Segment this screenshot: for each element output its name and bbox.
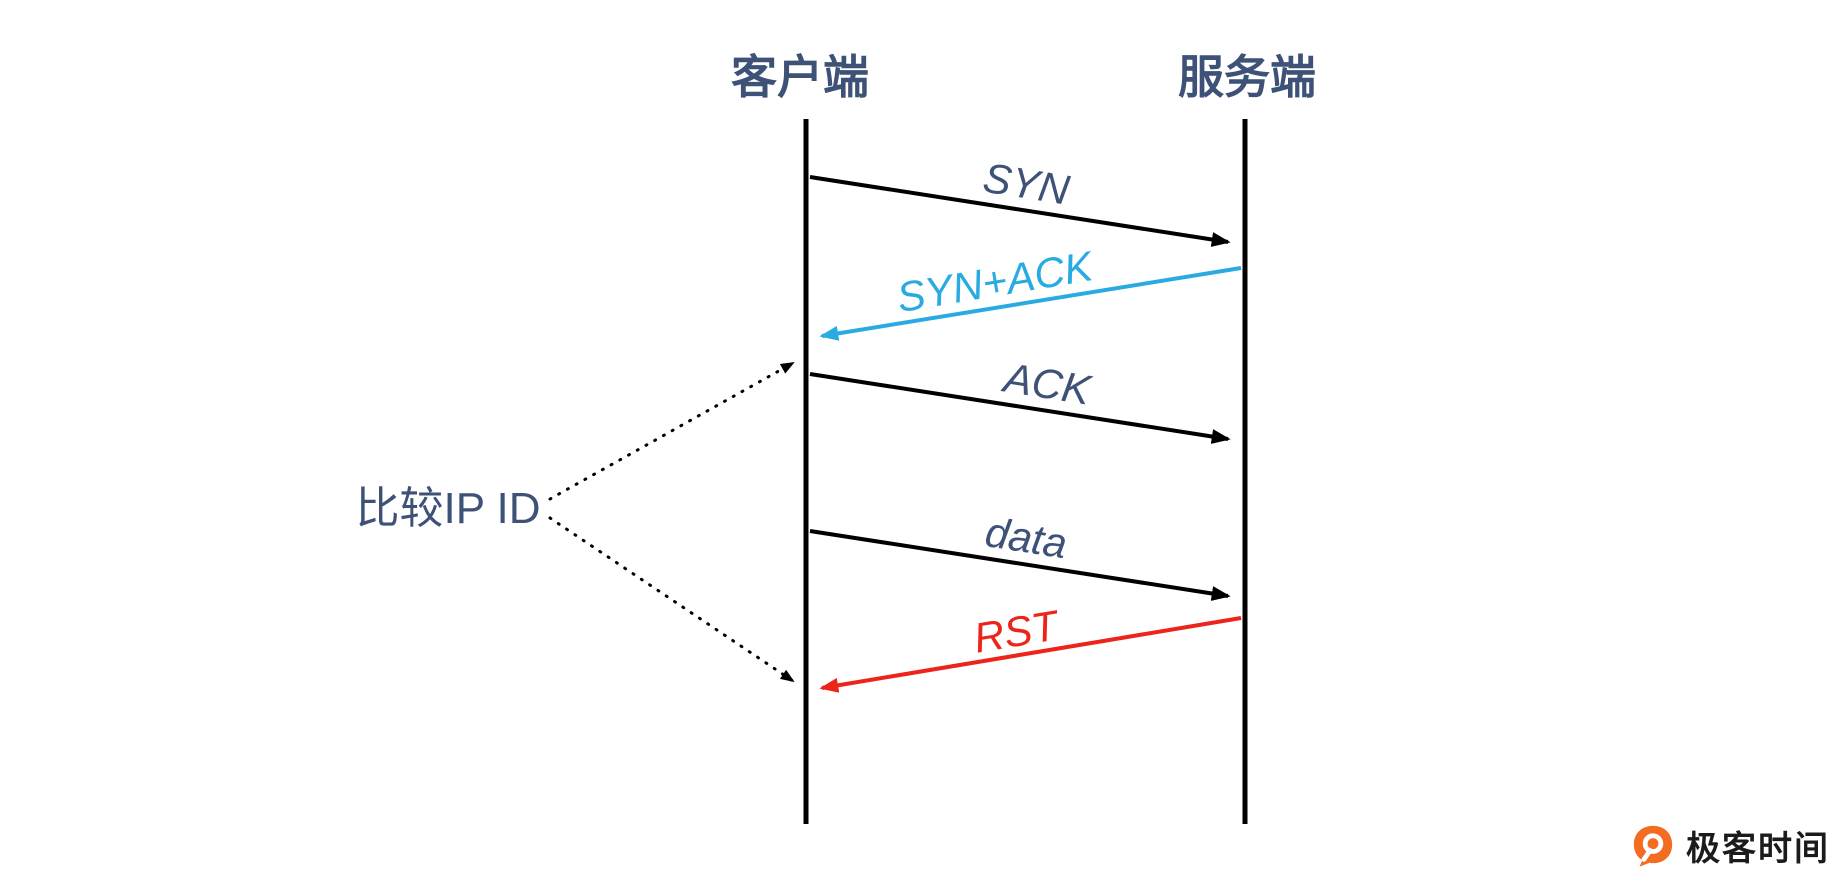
data-arrow bbox=[809, 529, 1231, 601]
actor-client-label: 客户端 bbox=[731, 51, 869, 103]
brand-logo-text: 极客时间 bbox=[1686, 830, 1830, 868]
compare-ip-id-label: 比较IP ID bbox=[355, 484, 540, 533]
compare-pointer-lower-dotted-arrow bbox=[548, 516, 795, 683]
rst-arrow bbox=[819, 616, 1242, 693]
rst-label: RST bbox=[970, 601, 1064, 662]
ack-arrow bbox=[809, 372, 1231, 444]
actor-server-label: 服务端 bbox=[1178, 51, 1316, 103]
syn-arrow bbox=[809, 175, 1231, 247]
geektime-logo-icon bbox=[1633, 825, 1673, 867]
compare-pointer-upper-dotted-arrow bbox=[548, 361, 795, 501]
syn-ack-arrow bbox=[819, 266, 1242, 341]
brand-logo: 极客时间 bbox=[1630, 821, 1830, 870]
